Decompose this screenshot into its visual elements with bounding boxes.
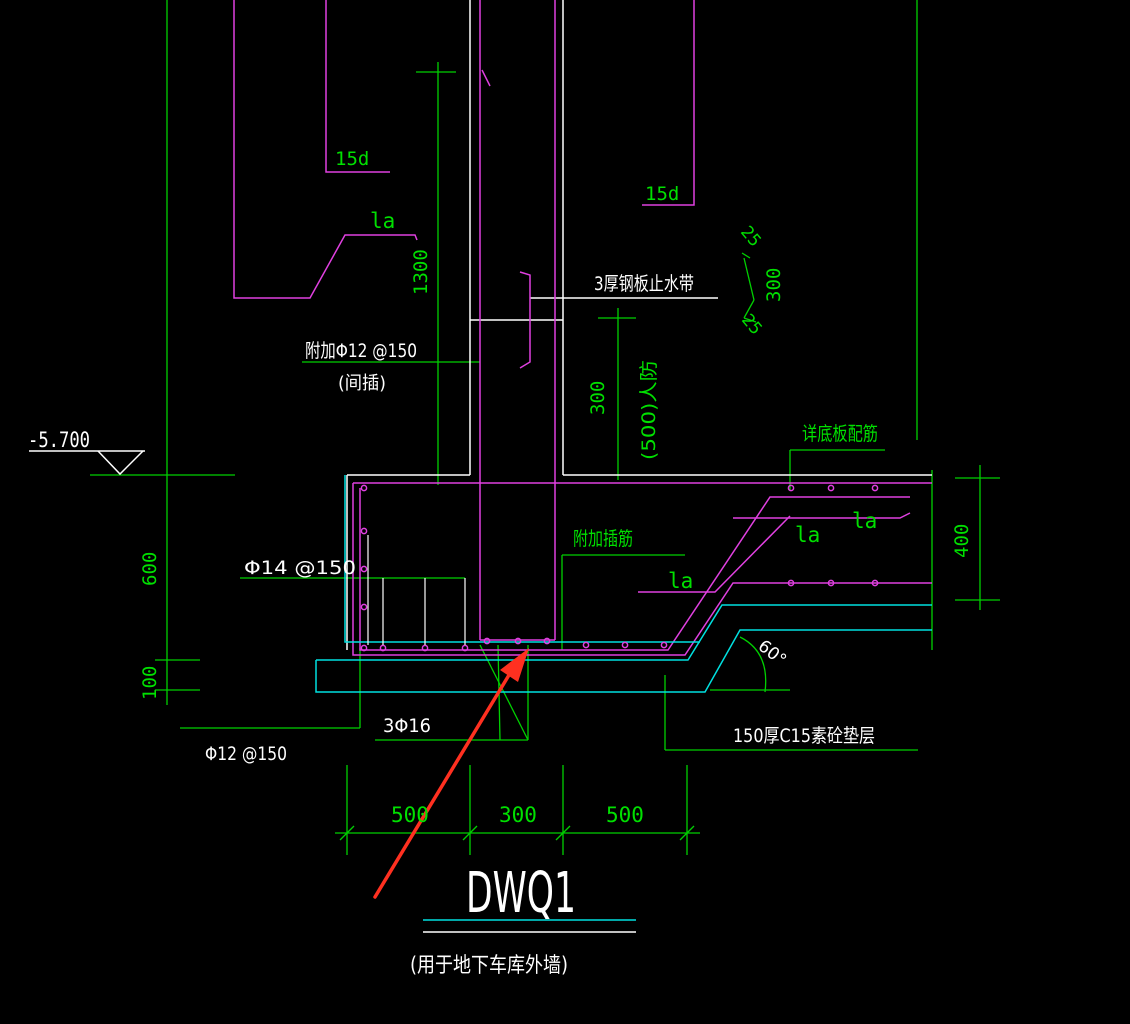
- slab-thickness-dim: 400: [951, 524, 973, 558]
- wall-height-dim: 1300: [410, 249, 432, 295]
- la-right-2-label: la: [795, 523, 820, 547]
- waterstop-height-dim: 300: [587, 381, 609, 415]
- stirrup-verticals: [367, 535, 466, 645]
- la-lower-label: la: [668, 569, 693, 593]
- bottom-dimension-lines: [335, 765, 700, 855]
- drawing-subtitle: (用于地下车库外墙): [410, 953, 568, 977]
- interleaved-label: (间插): [338, 373, 386, 394]
- blinding-thickness-dim: 100: [139, 666, 161, 700]
- width-right-dim: 500: [606, 803, 644, 827]
- added-bar-label: 附加Φ12 @150: [305, 340, 417, 362]
- la-upper-label: la: [370, 209, 395, 233]
- rebar-lines: [233, 0, 932, 656]
- width-wall-dim: 300: [499, 803, 537, 827]
- wall-outline: [29, 0, 932, 650]
- bottom-slab-bars-label: 详底板配筋: [802, 423, 878, 445]
- hook-right-label: 15d: [645, 183, 679, 205]
- stirrup-label: Φ14 @150: [244, 557, 356, 579]
- wall-footing-depth-dim: 600: [139, 552, 161, 586]
- level-label: -5.700: [28, 428, 90, 452]
- drawing-title: DWQ1: [466, 861, 576, 926]
- blinding-layer-outline: [315, 475, 932, 921]
- added-dowels-label: 附加插筋: [573, 528, 633, 550]
- civil-defense-dim: (500)人防: [638, 360, 660, 460]
- la-right-1-label: la: [852, 509, 877, 533]
- width-left-dim: 500: [391, 803, 429, 827]
- waterstop-label: 3厚钢板止水带: [594, 273, 694, 295]
- hook-left-label: 15d: [335, 148, 369, 170]
- rebar-dots: [360, 484, 879, 652]
- corner-bars-label: 3Φ16: [383, 715, 431, 737]
- bottom-bar-label: Φ12 @150: [205, 743, 287, 765]
- blinding-label: 150厚C15素砼垫层: [733, 725, 875, 747]
- stagger-length-dim: 300: [763, 268, 785, 302]
- red-arrow: [373, 648, 529, 899]
